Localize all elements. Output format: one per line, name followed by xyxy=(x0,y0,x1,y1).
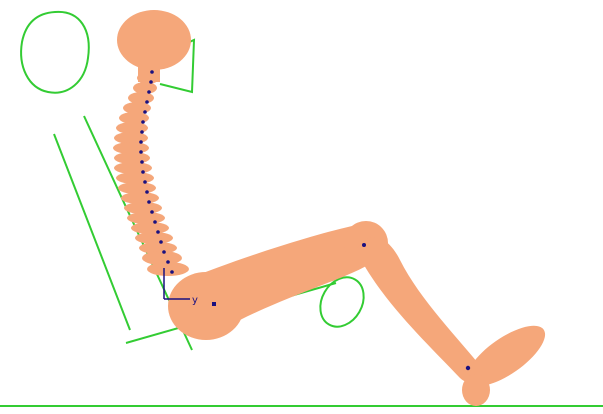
ankle-marker xyxy=(466,366,470,370)
head xyxy=(117,10,191,70)
hip-marker xyxy=(212,302,216,306)
heel xyxy=(462,374,490,406)
headrest-outline xyxy=(21,12,89,93)
axis-y-label: y xyxy=(192,295,198,306)
spine xyxy=(113,72,189,276)
shank xyxy=(356,237,483,382)
knee-marker xyxy=(362,243,366,247)
seatback-line-outer xyxy=(54,134,130,330)
